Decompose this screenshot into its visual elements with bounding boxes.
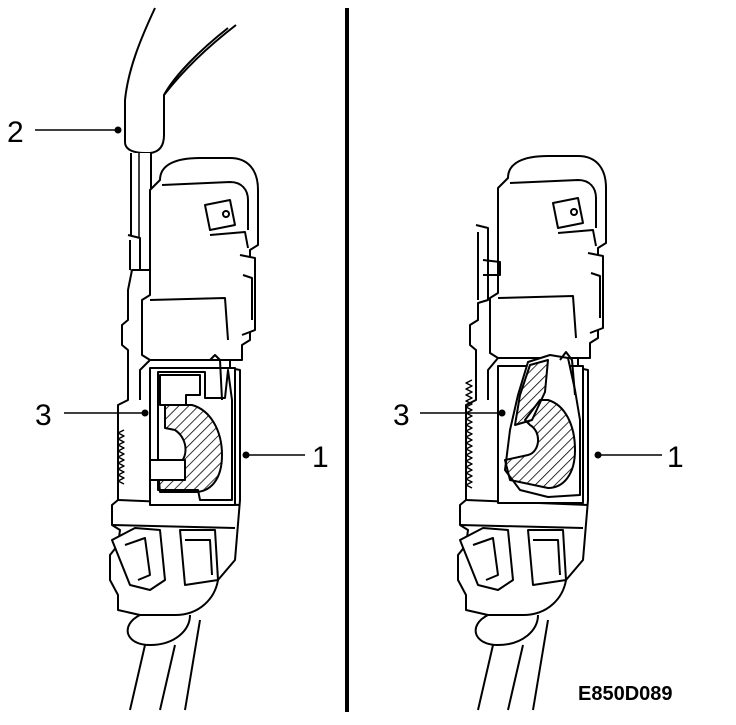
figure-code: E850D089: [578, 683, 673, 705]
left-panel: [109, 7, 259, 711]
latch: [497, 351, 584, 504]
lower-fitting: [459, 527, 567, 711]
callout-3-left: 3: [35, 399, 149, 432]
callout-2-left: 2: [7, 116, 122, 149]
callout-label: 3: [393, 399, 410, 432]
serration: [117, 429, 125, 485]
callout-label: 1: [312, 441, 329, 474]
callout-label: 3: [35, 399, 52, 432]
lower-fitting: [111, 527, 219, 711]
callout-1-right: 1: [594, 441, 684, 474]
latch: [149, 354, 236, 506]
callout-label: 2: [7, 116, 24, 149]
callout-3-right: 3: [393, 399, 506, 432]
callout-1-left: 1: [242, 441, 329, 474]
connector-upper-housing: [141, 157, 259, 361]
connector-upper-housing: [489, 155, 607, 359]
serration: [465, 379, 473, 489]
callout-label: 1: [667, 441, 684, 474]
right-panel: [457, 155, 607, 711]
